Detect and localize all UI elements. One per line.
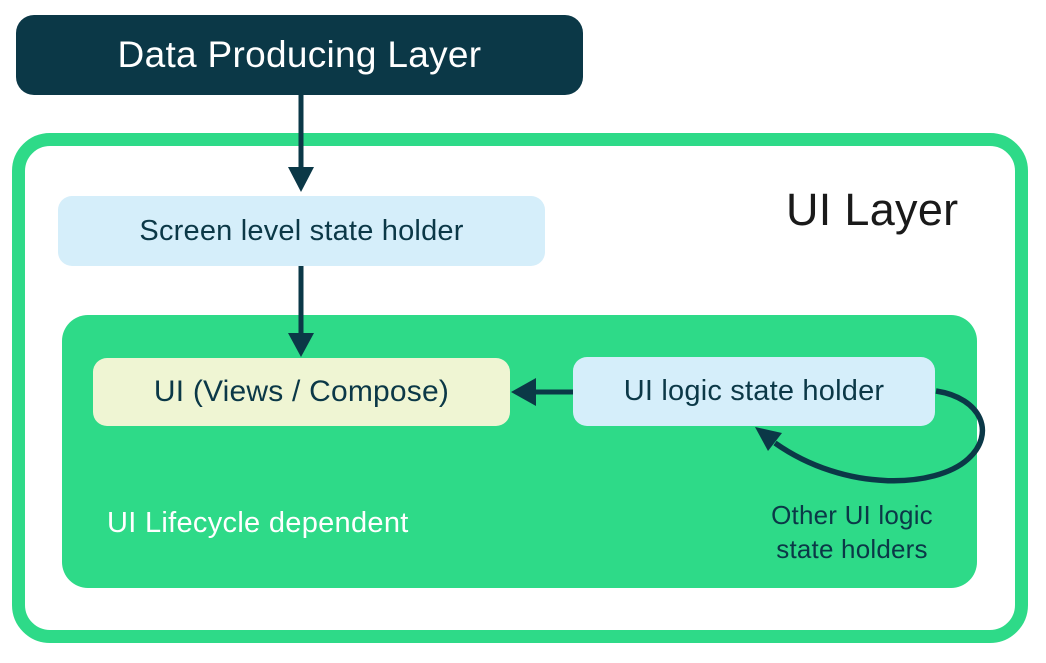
ui-layer-title: UI Layer [786, 184, 959, 235]
ui-views-compose-label: UI (Views / Compose) [153, 375, 450, 408]
ui-lifecycle-dependent-caption: UI Lifecycle dependent [107, 507, 409, 539]
data-producing-layer-label: Data Producing Layer [117, 34, 482, 75]
data-producing-layer-box: Data Producing Layer [16, 15, 583, 95]
ui-views-compose-box: UI (Views / Compose) [93, 358, 510, 426]
screen-level-state-holder-box: Screen level state holder [58, 196, 545, 266]
ui-logic-state-holder-label: UI logic state holder [623, 375, 885, 407]
other-note-line1: Other UI logic [771, 500, 933, 530]
screen-level-state-holder-label: Screen level state holder [139, 214, 464, 247]
other-note-line2: state holders [776, 534, 928, 564]
ui-logic-state-holder-box: UI logic state holder [573, 357, 935, 426]
other-ui-logic-state-holders-note: Other UI logic state holders [732, 498, 972, 566]
